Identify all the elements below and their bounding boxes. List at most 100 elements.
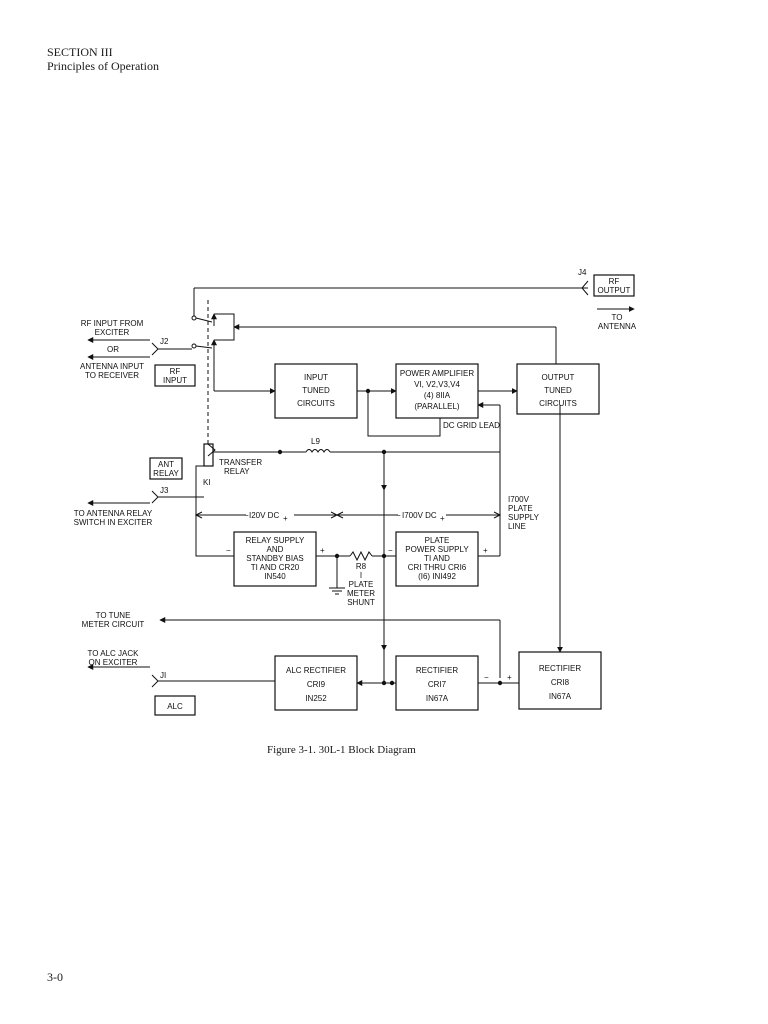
wire-grid-loop (367, 391, 441, 437)
to-antenna-relay-line-1: TO ANTENNA RELAY (74, 509, 153, 518)
cr17-line-2: CRI7 (428, 680, 447, 689)
j1-label: JI (160, 671, 166, 680)
ant-relay-line-2: RELAY (153, 469, 179, 478)
cr-plus: + (507, 673, 512, 682)
alc-connector-label: ALC (167, 702, 183, 711)
relay-minus: − (226, 546, 231, 555)
cr17-line-3: IN67A (426, 694, 449, 703)
cr-minus: − (484, 673, 489, 682)
power-amp-line-4: (PARALLEL) (414, 402, 460, 411)
l9-inductor (305, 449, 331, 453)
j3-label: J3 (160, 486, 169, 495)
input-tuned-line-2: TUNED (302, 386, 330, 395)
rf-input-line-1: RF (170, 367, 181, 376)
antenna-input-line-2: TO RECEIVER (85, 371, 139, 380)
relay-contact-lower-left (191, 343, 197, 349)
section-heading: SECTION III (47, 45, 113, 59)
relay-supply-line-1: RELAY SUPPLY (246, 536, 305, 545)
dim-120v-arrow-left (194, 511, 203, 519)
k1-label: KI (203, 478, 211, 487)
plate-supply-line-4: CRI THRU CRI6 (408, 563, 467, 572)
transfer-relay-line-2: RELAY (224, 467, 250, 476)
rectifier-cr18-block: RECTIFIER CRI8 IN67A (518, 651, 602, 710)
rf-input-line-2: INPUT (163, 376, 187, 385)
rf-input-connector: RF INPUT (154, 364, 196, 387)
v1700-label: I700V DC (402, 511, 437, 520)
alc-rect-line-2: CRI9 (307, 680, 326, 689)
alc-rect-line-1: ALC RECTIFIER (286, 666, 346, 675)
to-antenna-line-2: ANTENNA (598, 322, 637, 331)
to-alc-line-1: TO ALC JACK (88, 649, 140, 658)
rf-output-line-1: RF (609, 277, 620, 286)
antenna-input-line-1: ANTENNA INPUT (80, 362, 144, 371)
alc-rectifier-block: ALC RECTIFIER CRI9 IN252 (274, 655, 358, 711)
v120-label: I20V DC (249, 511, 279, 520)
v120-plus: + (283, 514, 288, 523)
power-amp-line-3: (4) 8IIA (424, 391, 451, 400)
or-label: OR (107, 345, 119, 354)
junction-l9-left (277, 449, 283, 455)
plate-supply-line-2: POWER SUPPLY (405, 545, 469, 554)
v120-minus: − (244, 511, 249, 520)
dim-1700v-arrow-left (335, 511, 344, 519)
v1700-minus: − (396, 511, 401, 520)
relay-blade-upper (195, 317, 213, 323)
dc-grid-lead-label: DC GRID LEAD (443, 421, 500, 430)
l9-label: L9 (311, 437, 320, 446)
to-alc-line-2: ON EXCITER (89, 658, 138, 667)
relay-supply-line-4: TI AND CR20 (251, 563, 300, 572)
r8-line-2: I (360, 571, 362, 580)
figure-caption: Figure 3-1. 30L-1 Block Diagram (267, 744, 416, 756)
relay-contact-bracket (214, 313, 235, 341)
rectifier-cr17-block: RECTIFIER CRI7 IN67A (395, 655, 479, 711)
v1700-plus: + (440, 514, 445, 523)
output-tuned-line-2: TUNED (544, 386, 572, 395)
alc-connector: ALC (154, 695, 196, 716)
plate-supply-line-text-2: PLATE (508, 504, 533, 513)
relay-supply-line-3: STANDBY BIAS (246, 554, 304, 563)
cr17-line-1: RECTIFIER (416, 666, 458, 675)
j1-connector-symbol (151, 674, 159, 688)
r8-line-5: SHUNT (347, 598, 375, 607)
plate-power-supply-block: PLATE POWER SUPPLY TI AND CRI THRU CRI6 … (395, 531, 479, 587)
relay-plus: + (320, 546, 325, 555)
output-tuned-circuits-block: OUTPUT TUNED CIRCUITS (516, 363, 600, 415)
j4-connector-symbol (581, 280, 589, 296)
relay-supply-line-5: IN540 (264, 572, 286, 581)
plate-supply-line-5: (I6) INI492 (418, 572, 456, 581)
rf-output-connector: RF OUTPUT (593, 274, 635, 297)
junction-cr17-cr18 (497, 680, 503, 686)
j4-label: J4 (578, 268, 587, 277)
output-tuned-line-1: OUTPUT (542, 373, 575, 382)
r8-line-3: PLATE (349, 580, 374, 589)
r8-line-4: METER (347, 589, 375, 598)
relay-supply-line-2: AND (267, 545, 284, 554)
r8-resistor (349, 550, 373, 562)
to-tune-line-2: METER CIRCUIT (82, 620, 145, 629)
plate-supply-line-text-4: LINE (508, 522, 526, 531)
plate-supply-line-3: TI AND (424, 554, 450, 563)
ant-relay-connector: ANT RELAY (149, 457, 183, 480)
cr18-line-2: CRI8 (551, 678, 570, 687)
to-tune-line-1: TO TUNE (96, 611, 131, 620)
input-tuned-line-1: INPUT (304, 373, 328, 382)
plate-plus: + (483, 546, 488, 555)
page-number: 3-0 (47, 970, 63, 984)
rf-input-from-line-1: RF INPUT FROM (81, 319, 144, 328)
relay-blade-lower (195, 345, 213, 349)
power-amplifier-block: POWER AMPLIFIER VI, V2,V3,V4 (4) 8IIA (P… (395, 363, 479, 419)
input-tuned-circuits-block: INPUT TUNED CIRCUITS (274, 363, 358, 419)
input-tuned-line-3: CIRCUITS (297, 399, 335, 408)
power-amp-line-2: VI, V2,V3,V4 (414, 380, 460, 389)
to-antenna-line-1: TO (612, 313, 623, 322)
plate-minus: − (388, 546, 393, 555)
plate-supply-line-text-1: I700V (508, 495, 530, 504)
cr18-line-3: IN67A (549, 692, 572, 701)
j2-connector-symbol (151, 342, 159, 356)
relay-coil-arrow (207, 443, 216, 457)
output-tuned-line-3: CIRCUITS (539, 399, 577, 408)
rf-output-line-2: OUTPUT (598, 286, 631, 295)
to-antenna-relay-line-2: SWITCH IN EXCITER (74, 518, 153, 527)
j2-label: J2 (160, 337, 169, 346)
